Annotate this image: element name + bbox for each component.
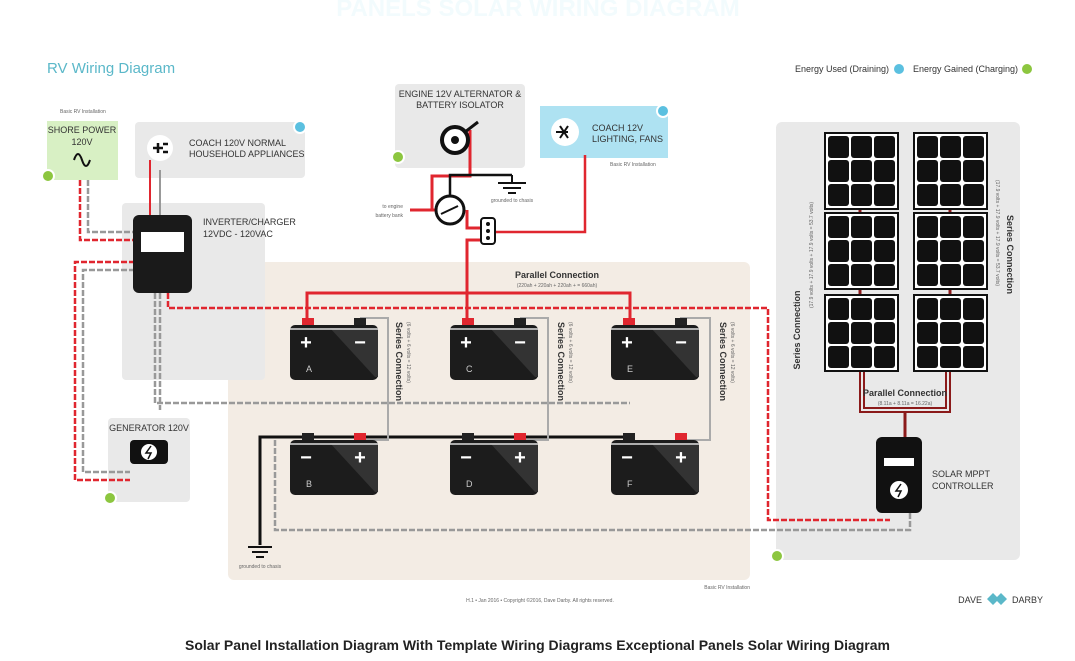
battery-bank: + − A + − C + − E − + B − + D − + F (290, 318, 699, 495)
battery-terminal: + (354, 447, 366, 469)
battery-terminal: − (675, 332, 687, 354)
engine-label: BATTERY ISOLATOR (416, 100, 504, 110)
legend-gained-dot (1022, 64, 1032, 74)
basic-rv-label: Basic RV Installation (704, 585, 750, 591)
ground-label: grounded to chasis (491, 198, 534, 204)
series-eq: (6 volts + 6 volts = 12 volts) (567, 322, 573, 383)
battery-terminal: + (514, 447, 526, 469)
mppt-controller-icon (876, 437, 922, 513)
battery-id: A (306, 364, 312, 374)
series-label: Series Connection (556, 322, 566, 401)
series-solar-label: Series Connection (792, 290, 802, 369)
battery-terminal: + (621, 332, 633, 354)
battery-id: B (306, 479, 312, 489)
series-solar-eq: (17.9 volts + 17.9 volts + 17.9 volts = … (994, 180, 1000, 286)
inverter-device-icon (133, 215, 192, 293)
wires (73, 130, 952, 545)
series-eq: (6 volts + 6 volts = 12 volts) (405, 322, 411, 383)
battery: − + B (290, 433, 378, 495)
battery-terminal: − (460, 447, 472, 469)
solar-panel (913, 294, 988, 372)
series-eq: (6 volts + 6 volts = 12 volts) (729, 322, 735, 383)
battery: + − A (290, 318, 378, 380)
draining-dot (656, 104, 670, 118)
page-title: RV Wiring Diagram (47, 60, 175, 77)
solar-panel (824, 132, 899, 210)
battery-terminal: − (354, 332, 366, 354)
solar-panel (913, 212, 988, 290)
ground-label: grounded to chasis (239, 564, 282, 570)
series-solar-eq: (17.9 volts + 17.9 volts + 17.9 volts = … (809, 202, 815, 308)
shore-power-voltage: 120V (71, 137, 92, 147)
battery-id: C (466, 364, 473, 374)
battery: + − E (611, 318, 699, 380)
coach-120v-label: COACH 120V NORMAL (189, 138, 286, 148)
battery-terminal: + (675, 447, 687, 469)
engine-bank-label: battery bank (375, 213, 403, 219)
legend-gained: Energy Gained (Charging) (913, 64, 1018, 74)
series-label: Series Connection (394, 322, 404, 401)
legend-used-dot (894, 64, 904, 74)
parallel-connection-label: Parallel Connection (515, 270, 599, 280)
basic-rv-label: Basic RV Installation (60, 109, 106, 115)
charging-dot (41, 169, 55, 183)
battery: − + D (450, 433, 538, 495)
solar-panels (824, 132, 988, 372)
battery-id: F (627, 479, 633, 489)
coach-12v-label: LIGHTING, FANS (592, 134, 663, 144)
caption: Solar Panel Installation Diagram With Te… (185, 637, 890, 653)
mppt-label: CONTROLLER (932, 481, 994, 491)
switch-lever (440, 205, 459, 215)
charging-dot (103, 491, 117, 505)
shore-power-box (47, 121, 118, 180)
series-labels: Series Connection (6 volts + 6 volts = 1… (394, 322, 735, 401)
ac-plug-icon (73, 153, 91, 167)
legend-used: Energy Used (Draining) (795, 64, 889, 74)
engine-bank-label: to engine (382, 204, 403, 210)
parallel-solar-label: Parallel Connection (863, 388, 947, 398)
charging-dot (391, 150, 405, 164)
coach-12v-label: COACH 12V (592, 123, 643, 133)
basic-rv-label: Basic RV Installation (610, 162, 656, 168)
coach-120v-label: HOUSEHOLD APPLIANCES (189, 149, 305, 159)
battery-id: D (466, 479, 473, 489)
battery-terminal: − (514, 332, 526, 354)
inverter-label: INVERTER/CHARGER (203, 217, 296, 227)
engine-label: ENGINE 12V ALTERNATOR & (399, 89, 522, 99)
battery-terminal: + (300, 332, 312, 354)
brand-logo: DARBY (1012, 595, 1043, 605)
watermark-title: PANELS SOLAR WIRING DIAGRAM (336, 0, 740, 22)
battery: + − C (450, 318, 538, 380)
battery-terminal: − (621, 447, 633, 469)
parallel-solar-eq: (8.11a + 8.11a = 16.22a) (878, 401, 933, 407)
copyright: H.1 • Jan 2016 • Copyright ©2016, Dave D… (466, 597, 614, 604)
shore-power-label: SHORE POWER (48, 125, 117, 135)
coach-120v-box (135, 122, 305, 178)
solar-panel (913, 132, 988, 210)
brand-diamond-icon (987, 593, 1007, 605)
battery-terminal: − (300, 447, 312, 469)
series-solar-label: Series Connection (1005, 215, 1015, 294)
battery-terminal: + (460, 332, 472, 354)
ground-icon (248, 175, 526, 558)
mppt-label: SOLAR MPPT (932, 469, 991, 479)
parallel-connection-eq: (220ah + 220ah + 220ah + = 660ah) (517, 283, 598, 289)
draining-dot (293, 120, 307, 134)
generator-label: GENERATOR 120V (109, 423, 189, 433)
battery: − + F (611, 433, 699, 495)
solar-panel (824, 294, 899, 372)
battery-id: E (627, 364, 633, 374)
solar-panel (824, 212, 899, 290)
series-label: Series Connection (718, 322, 728, 401)
inverter-spec: 12VDC - 120VAC (203, 229, 273, 239)
brand-logo: DAVE (958, 595, 982, 605)
charging-dot (770, 549, 784, 563)
